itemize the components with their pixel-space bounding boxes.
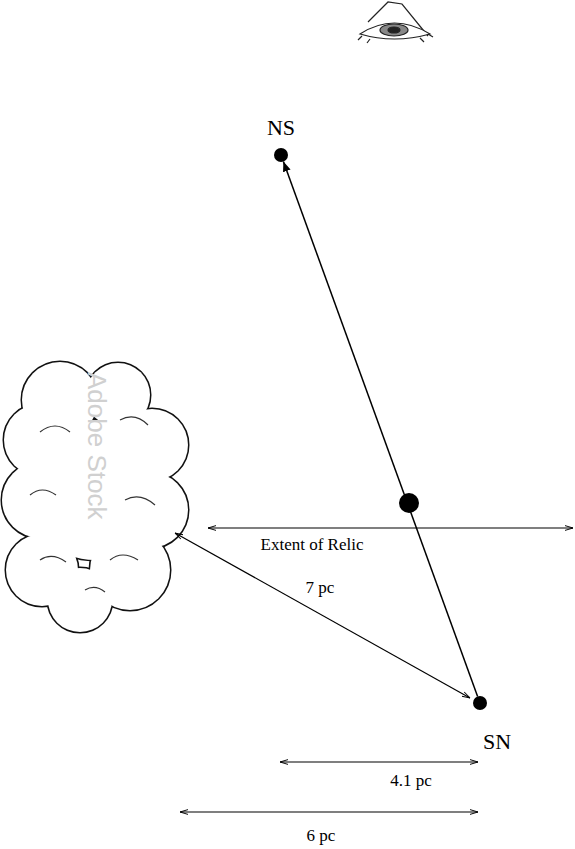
distance-arrow <box>175 533 470 698</box>
dimension-label: 7 pc <box>306 579 335 598</box>
dimension-arrow <box>280 761 478 762</box>
relic-dot <box>399 493 419 513</box>
motion-arrow <box>283 162 477 697</box>
dimension-label: 6 pc <box>307 827 336 846</box>
watermark: Adobe Stock <box>82 372 111 519</box>
object-label: NS <box>267 117 295 139</box>
cloud <box>2 362 188 632</box>
dimension-label: Extent of Relic <box>261 536 364 555</box>
eye-symbol <box>358 2 433 43</box>
dimension-label: 4.1 pc <box>390 772 432 791</box>
dimension-arrow <box>180 811 478 812</box>
object-label: SN <box>483 731 511 753</box>
star-dot: NS <box>274 148 288 162</box>
extent-arrow <box>208 527 573 528</box>
star-dot: SN <box>473 696 487 710</box>
